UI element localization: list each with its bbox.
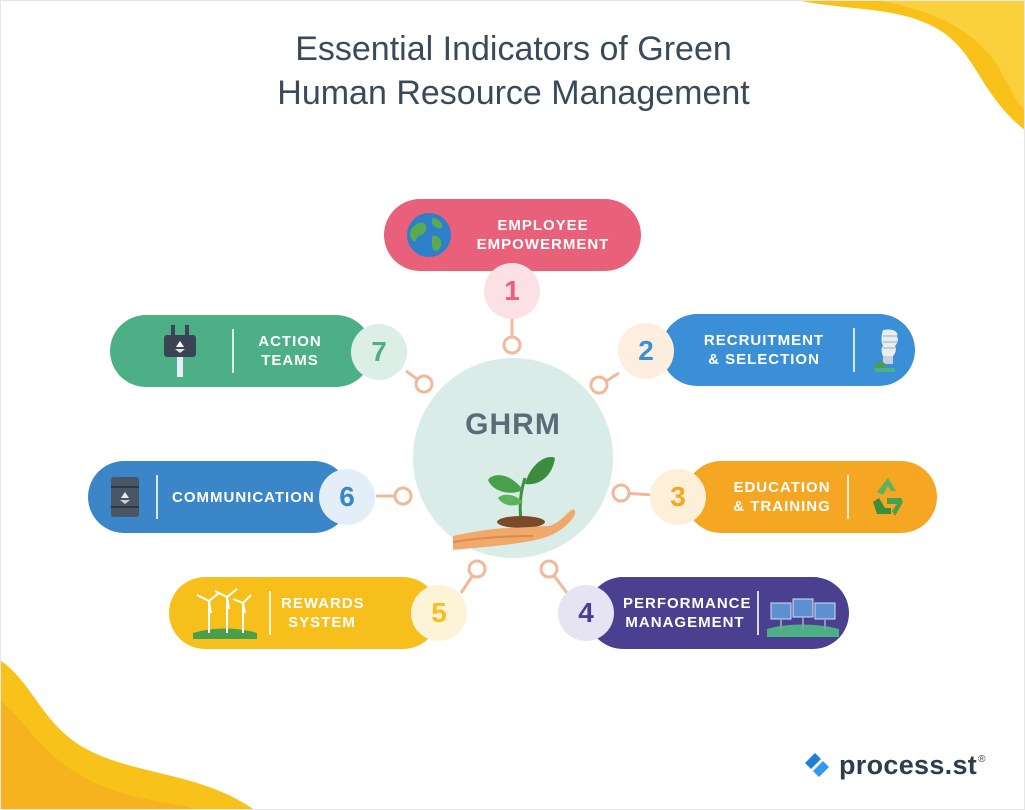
page-title: Essential Indicators of Green Human Reso… xyxy=(1,27,1024,115)
connector-dot-3 xyxy=(611,483,631,503)
connector-dot-6 xyxy=(393,486,413,506)
connector-dot-1 xyxy=(502,335,522,355)
indicator-label-2: RECRUITMENT & SELECTION xyxy=(703,332,825,368)
logo-mark-icon xyxy=(805,753,829,777)
indicator-label-1: EMPLOYEE EMPOWERMENT xyxy=(476,217,610,253)
indicator-label-6: COMMUNICATION xyxy=(172,488,315,506)
title-line-1: Essential Indicators of Green xyxy=(295,30,732,68)
indicator-employee-empowerment: EMPLOYEE EMPOWERMENT xyxy=(384,199,641,271)
connector-dot-2 xyxy=(589,375,609,395)
indicator-label-4: PERFORMANCE MANAGEMENT xyxy=(623,595,752,631)
indicator-number-4: 4 xyxy=(558,585,614,641)
decorative-blob-bottom-left xyxy=(1,661,253,809)
light-bulb-icon xyxy=(869,326,909,374)
pill-divider xyxy=(156,475,158,519)
title-line-2: Human Resource Management xyxy=(277,74,750,112)
decorative-blob-top-right xyxy=(801,1,1024,130)
pill-divider xyxy=(269,591,271,635)
indicator-rewards-system: REWARDS SYSTEM xyxy=(169,577,439,649)
pill-divider xyxy=(853,328,855,372)
pill-divider xyxy=(847,475,849,519)
indicator-number-2: 2 xyxy=(618,323,674,379)
indicator-label-3: EDUCATION & TRAINING xyxy=(733,479,831,515)
logo-text: process.st xyxy=(839,749,978,780)
indicator-number-5: 5 xyxy=(411,585,467,641)
solar-panel-icon xyxy=(767,589,839,637)
indicator-action-teams: ACTION TEAMS xyxy=(110,315,372,387)
pill-divider xyxy=(232,329,234,373)
center-label: GHRM xyxy=(465,408,561,441)
indicator-number-1: 1 xyxy=(484,263,540,319)
connector-dot-7 xyxy=(414,374,434,394)
indicator-label-5: REWARDS SYSTEM xyxy=(281,595,365,631)
indicator-education-training: EDUCATION & TRAINING xyxy=(685,461,937,533)
connector-dot-4 xyxy=(539,559,559,579)
center-circle: GHRM xyxy=(413,358,613,558)
connector-dot-5 xyxy=(467,559,487,579)
hand-with-seedling-icon xyxy=(453,457,576,550)
eco-plug-icon xyxy=(160,323,200,379)
indicator-communication: COMMUNICATION xyxy=(88,461,350,533)
wind-turbine-icon xyxy=(193,587,257,639)
process-st-logo: process.st ® xyxy=(801,749,985,781)
globe-icon xyxy=(406,212,452,258)
indicator-number-3: 3 xyxy=(650,469,706,525)
indicator-performance-management: PERFORMANCE MANAGEMENT xyxy=(587,577,849,649)
pill-divider xyxy=(757,591,759,635)
indicator-number-7: 7 xyxy=(351,324,407,380)
recycle-barrel-icon xyxy=(108,475,142,519)
indicator-recruitment-selection: RECRUITMENT & SELECTION xyxy=(661,314,915,386)
recycle-icon xyxy=(865,474,911,520)
logo-registered-mark: ® xyxy=(978,753,986,765)
indicator-label-7: ACTION TEAMS xyxy=(258,333,322,369)
indicator-number-6: 6 xyxy=(319,469,375,525)
